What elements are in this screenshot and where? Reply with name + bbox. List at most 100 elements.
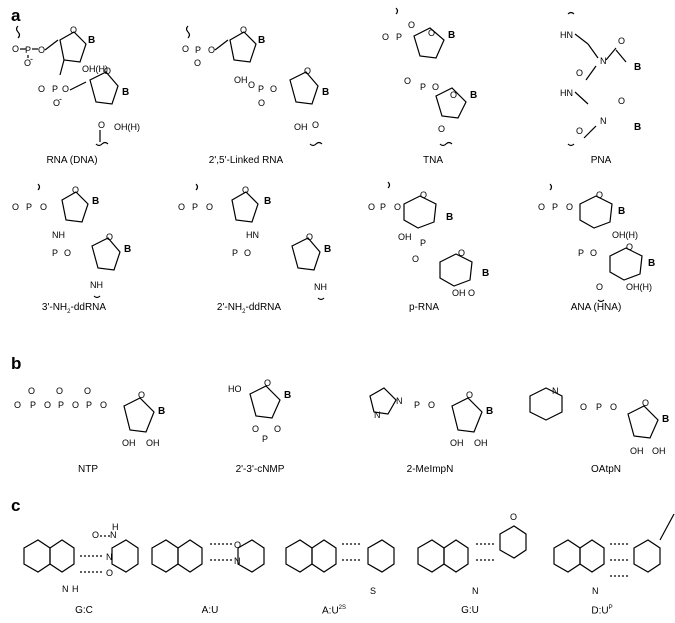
svg-text:O: O: [242, 185, 249, 195]
svg-text:N: N: [110, 530, 117, 540]
svg-text:O: O: [12, 202, 19, 212]
caption-3-nh2-ddrna: 3'-NH2-ddRNA: [41, 302, 107, 315]
svg-text:O: O: [106, 568, 113, 578]
svg-text:OH(H): OH(H): [82, 64, 108, 74]
structure-ana: O P O O B OH(H) P O O B OH(H) O: [538, 183, 655, 303]
svg-text:O: O: [368, 202, 375, 212]
svg-text:O: O: [510, 512, 517, 522]
svg-text:B: B: [482, 268, 489, 279]
svg-text:O: O: [626, 242, 633, 252]
svg-text:P: P: [414, 400, 420, 410]
svg-text:P: P: [258, 84, 264, 94]
svg-text:OH: OH: [398, 232, 412, 242]
svg-text:B: B: [324, 244, 331, 255]
svg-text:O: O: [596, 282, 603, 292]
svg-text:B: B: [662, 414, 669, 425]
svg-text:O: O: [244, 248, 251, 258]
svg-text:O: O: [40, 202, 47, 212]
svg-text:O: O: [53, 98, 60, 108]
svg-text:O: O: [100, 400, 107, 410]
svg-text:O: O: [44, 400, 51, 410]
svg-text:N: N: [106, 552, 113, 562]
base-B: B: [88, 35, 95, 46]
caption-2-5-linked-rna: 2',5'-Linked RNA: [208, 155, 284, 166]
svg-text:O: O: [438, 124, 445, 134]
svg-text:OH: OH: [450, 438, 464, 448]
caption-oatpn: OAtpN: [590, 464, 622, 475]
svg-text:P: P: [420, 82, 426, 92]
svg-text:O: O: [106, 232, 113, 242]
svg-text:O: O: [580, 402, 587, 412]
basepair-au: O N: [151, 539, 265, 573]
svg-text:OH: OH: [652, 446, 666, 456]
svg-text:OH(H): OH(H): [612, 230, 638, 240]
svg-text:NH: NH: [90, 280, 103, 290]
svg-text:B: B: [446, 212, 453, 223]
svg-text:H: H: [112, 522, 119, 532]
svg-text:B: B: [648, 258, 655, 269]
svg-text:N: N: [396, 396, 403, 406]
svg-text:OH: OH: [146, 438, 160, 448]
svg-text:B: B: [322, 87, 329, 98]
svg-text:B: B: [618, 206, 625, 217]
svg-text:B: B: [284, 390, 291, 401]
svg-text:P: P: [26, 202, 32, 212]
caption-ana: ANA (HNA): [570, 302, 622, 313]
svg-text:N: N: [472, 586, 479, 596]
svg-text:O: O: [206, 202, 213, 212]
caption-2-nh2-ddrna: 2'-NH2-ddRNA: [216, 302, 282, 315]
svg-text:O: O: [72, 185, 79, 195]
basepair-dup: N: [553, 513, 675, 596]
svg-text:N: N: [600, 56, 607, 66]
svg-text:O: O: [306, 232, 313, 242]
svg-text:O: O: [618, 96, 625, 106]
svg-text:O: O: [252, 424, 259, 434]
svg-text:B: B: [634, 62, 641, 73]
svg-text:OH: OH: [122, 438, 136, 448]
caption-p-rna: p-RNA: [408, 302, 440, 313]
svg-text:NH: NH: [314, 282, 327, 292]
svg-text:O: O: [24, 58, 31, 68]
svg-text:O: O: [208, 45, 215, 55]
svg-text:O: O: [248, 80, 255, 90]
structure-pna: HN N O B O HN N O B O: [560, 11, 641, 147]
svg-text:O: O: [590, 248, 597, 258]
svg-text:O: O: [84, 386, 91, 396]
svg-text:-: -: [30, 54, 33, 64]
structure-cnmp: HO O B O O P: [228, 378, 291, 444]
svg-text:P: P: [552, 202, 558, 212]
svg-text:P: P: [232, 248, 238, 258]
svg-text:O: O: [264, 378, 271, 388]
svg-text:NH: NH: [52, 230, 65, 240]
svg-text:N: N: [592, 586, 599, 596]
svg-text:O: O: [312, 120, 319, 130]
svg-text:O: O: [234, 540, 241, 550]
svg-text:O: O: [596, 190, 603, 200]
svg-text:O: O: [610, 402, 617, 412]
svg-text:O: O: [468, 288, 475, 298]
svg-text:B: B: [158, 406, 165, 417]
basepair-gc: O H N N O N H: [23, 522, 139, 594]
svg-text:B: B: [486, 406, 493, 417]
caption-rna: RNA (DNA): [46, 155, 98, 166]
svg-text:P: P: [86, 400, 92, 410]
structure-ntp: O P O P O P O O O O O B OH OH: [14, 386, 165, 448]
caption-dup: D:UP: [591, 605, 613, 617]
svg-text:O: O: [450, 90, 457, 100]
atom-P: P: [25, 45, 31, 55]
panel-label-b: b: [11, 354, 22, 373]
svg-text:P: P: [58, 400, 64, 410]
svg-text:O: O: [394, 202, 401, 212]
structure-3-nh2-ddrna: O P O O B NH P O O B NH: [12, 183, 131, 299]
svg-text:P: P: [192, 202, 198, 212]
svg-text:O: O: [38, 45, 45, 55]
svg-text:O: O: [138, 390, 145, 400]
svg-text:O: O: [404, 76, 411, 86]
svg-text:P: P: [52, 248, 58, 258]
svg-text:P: P: [262, 434, 268, 444]
svg-text:O: O: [274, 424, 281, 434]
svg-text:P: P: [30, 400, 36, 410]
svg-text:B: B: [124, 244, 131, 255]
svg-text:O: O: [104, 66, 111, 76]
